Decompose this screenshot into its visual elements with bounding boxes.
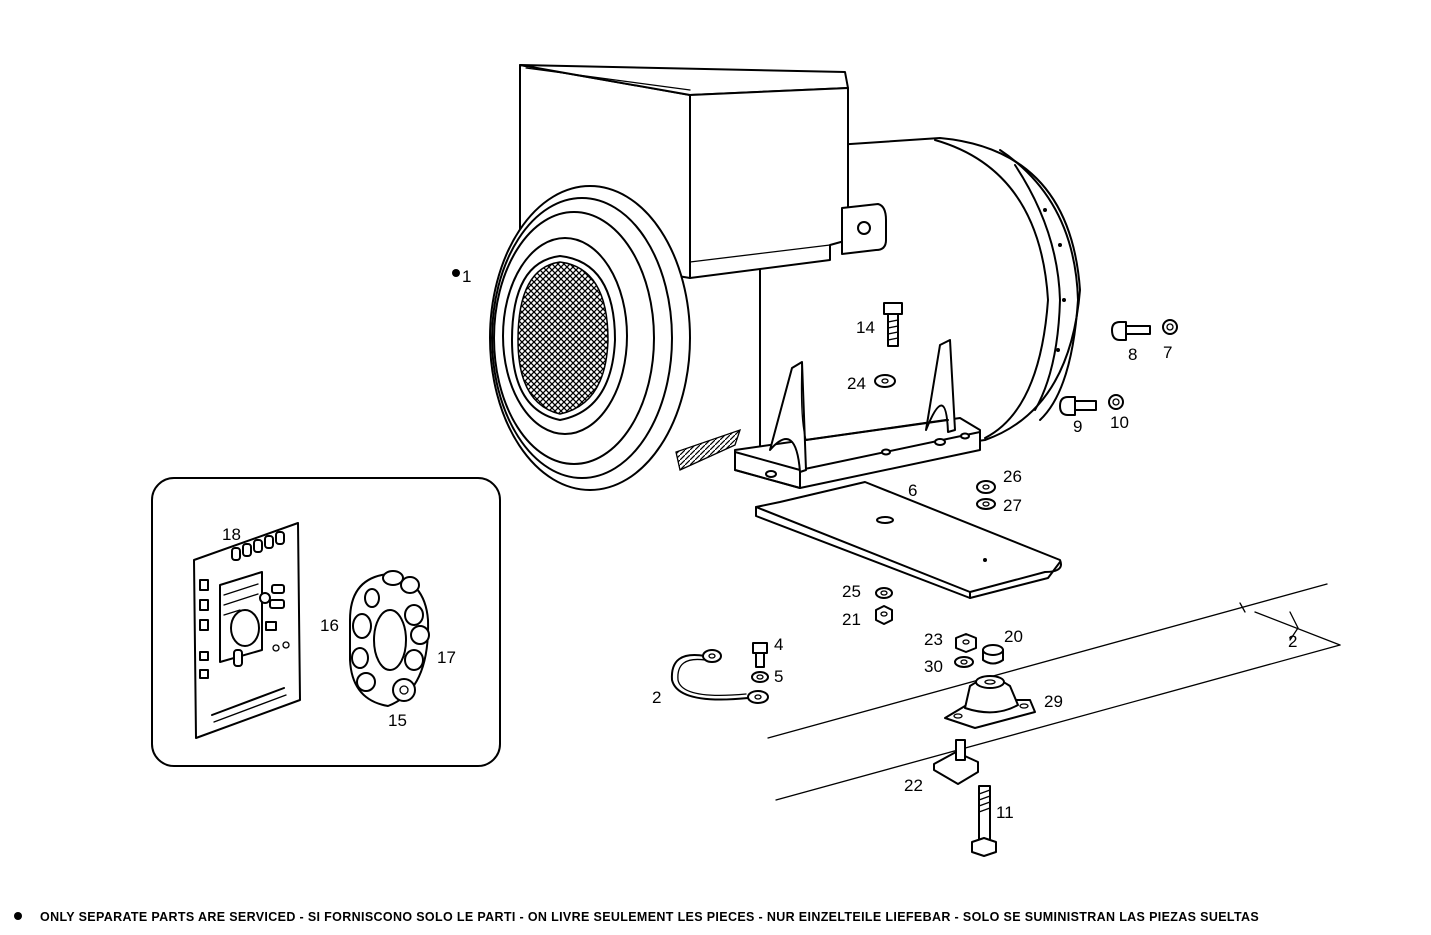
mounting-plate-22: [933, 739, 979, 785]
bolt-8: [1111, 321, 1151, 341]
earth-cable-2: [670, 649, 769, 704]
callout-7: 7: [1163, 343, 1172, 362]
callout-21: 21: [842, 610, 861, 629]
rotating-diode-bridge: [349, 570, 430, 707]
bolt-11: [971, 785, 997, 857]
callout-24: 24: [847, 374, 866, 393]
callout-2: 2: [652, 688, 661, 707]
callout-1: 1: [462, 267, 471, 286]
callout-30: 30: [924, 657, 943, 676]
lifting-lug: [841, 203, 887, 255]
footer-note-text: ONLY SEPARATE PARTS ARE SERVICED - SI FO…: [40, 910, 1260, 924]
washer-30: [954, 656, 974, 668]
callout-26: 26: [1003, 467, 1022, 486]
nut-23: [955, 633, 977, 653]
callout-labels: 1 2 2 4 5 6 7 8 9 10 11 14 15 16 17 18 2…: [222, 267, 1297, 822]
spacer-20: [982, 644, 1004, 665]
serviced-marker-dot: [452, 269, 460, 277]
callout-23: 23: [924, 630, 943, 649]
screw-4: [752, 642, 768, 668]
callout-8: 8: [1128, 345, 1137, 364]
callout-27: 27: [1003, 496, 1022, 515]
callout-9: 9: [1073, 417, 1082, 436]
bolt-9: [1059, 396, 1097, 416]
anti-vibration-mount-29: [944, 675, 1036, 729]
callout-14: 14: [856, 318, 875, 337]
front-end-shield: [489, 185, 742, 491]
callout-2-rail: 2: [1288, 632, 1297, 651]
alternator-assembly: [489, 64, 1081, 491]
nut-21: [875, 605, 893, 625]
callout-6: 6: [908, 481, 917, 500]
base-rail: [755, 481, 1062, 599]
washer-7: [1162, 319, 1178, 335]
mounting-foot: [734, 339, 981, 489]
callout-15: 15: [388, 711, 407, 730]
footer-bullet: [14, 912, 22, 920]
voltage-regulator-board-18: [193, 522, 301, 739]
callout-22: 22: [904, 776, 923, 795]
washer-24: [874, 374, 896, 388]
callout-17: 17: [437, 648, 456, 667]
callout-18: 18: [222, 525, 241, 544]
footer-note: ONLY SEPARATE PARTS ARE SERVICED - SI FO…: [14, 910, 1424, 924]
callout-25: 25: [842, 582, 861, 601]
nut-10: [1108, 394, 1124, 410]
callout-4: 4: [774, 635, 783, 654]
callout-16: 16: [320, 616, 339, 635]
skid-rails: [767, 583, 1341, 801]
air-intake-grille: [517, 261, 609, 415]
callout-5: 5: [774, 667, 783, 686]
bolt-14: [883, 302, 903, 347]
callout-10: 10: [1110, 413, 1129, 432]
washer-25: [875, 587, 893, 599]
washer-27: [976, 498, 996, 510]
diode-15: [392, 678, 416, 702]
callout-29: 29: [1044, 692, 1063, 711]
washer-26: [976, 480, 996, 494]
inset-panel: [151, 477, 501, 767]
callout-20: 20: [1004, 627, 1023, 646]
callout-11: 11: [996, 803, 1014, 822]
washer-5: [751, 671, 769, 683]
